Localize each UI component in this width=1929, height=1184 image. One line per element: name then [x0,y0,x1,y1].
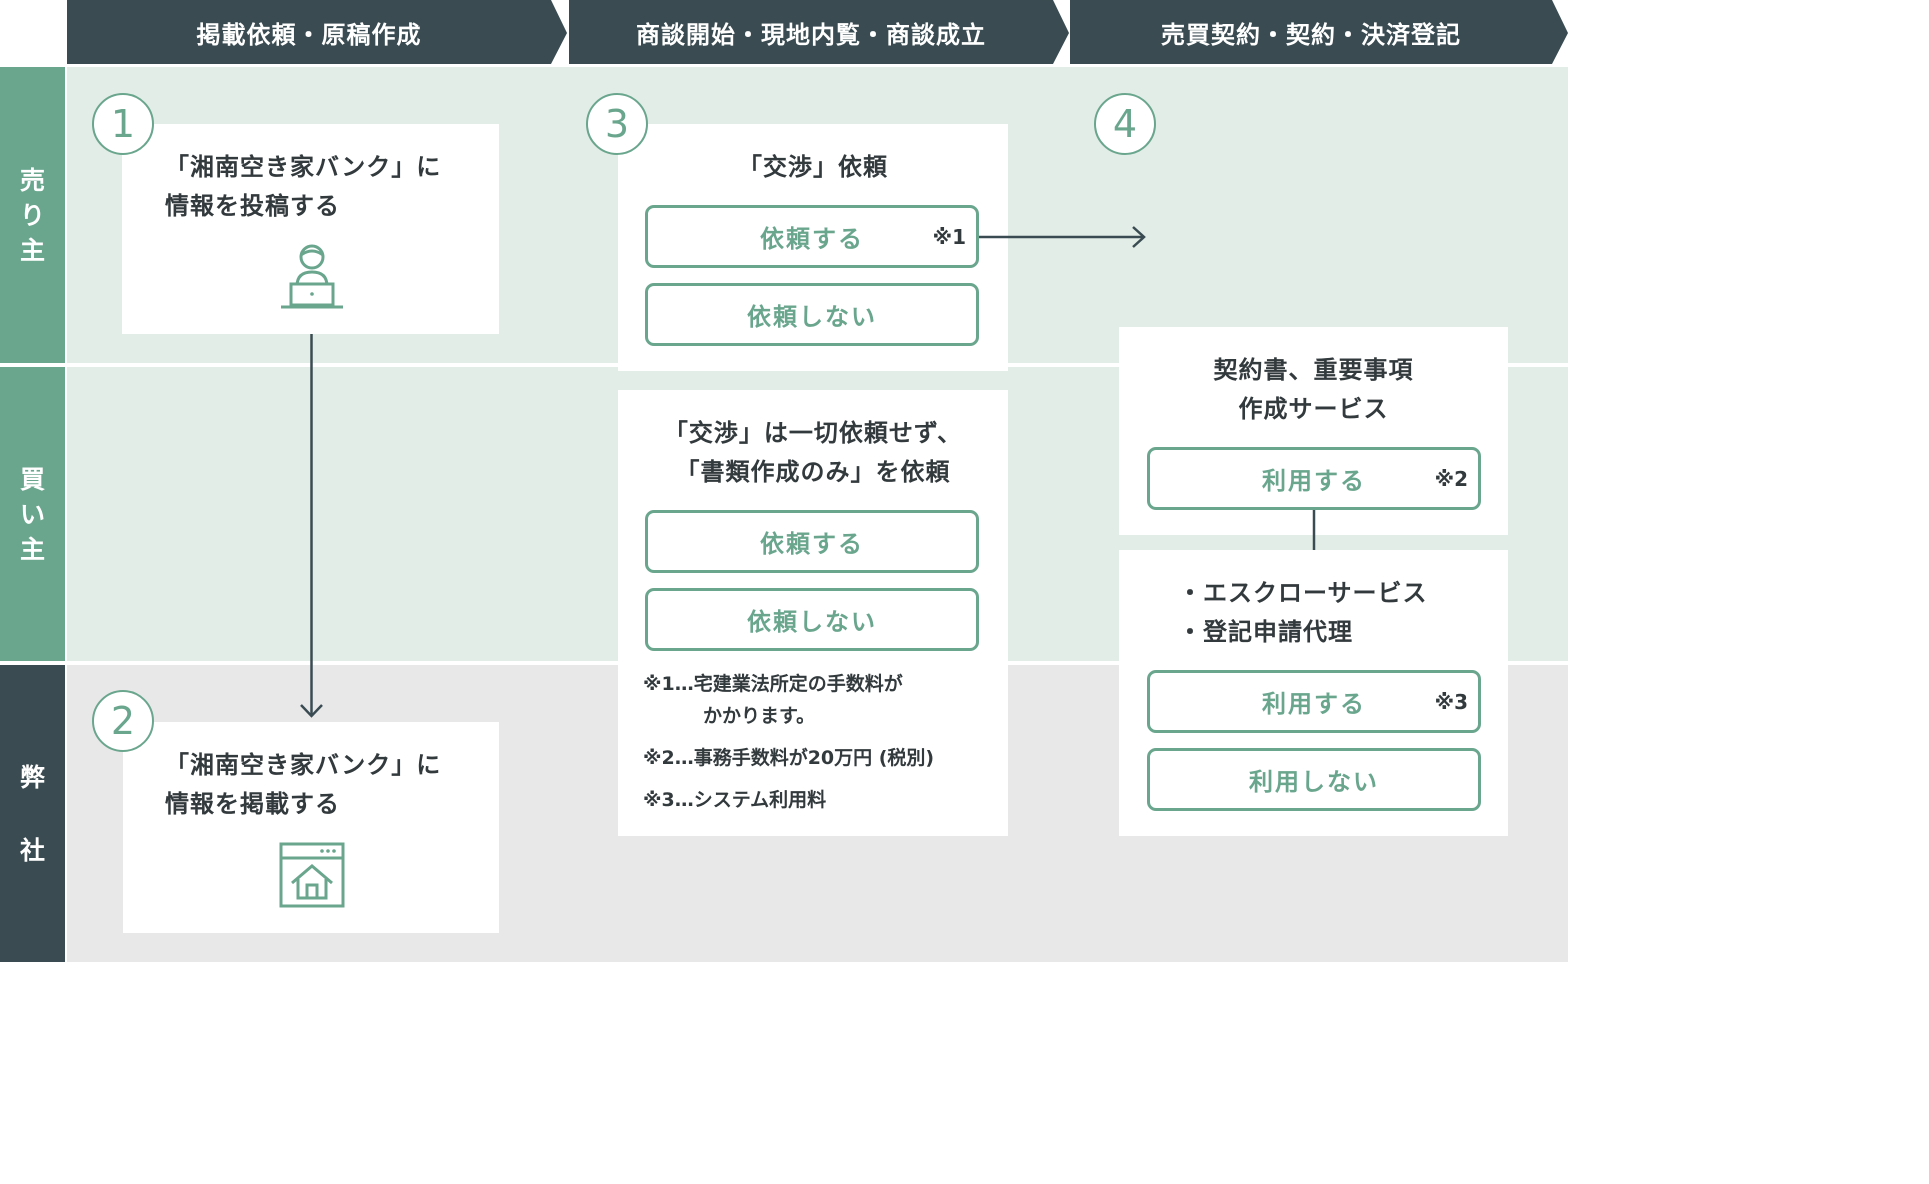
step-number-1: 1 [92,93,154,155]
person-laptop-icon [281,244,343,309]
step-number-4: 4 [1094,93,1156,155]
negotiation-decline-button[interactable]: 依頼しない [645,283,979,346]
phase-header-3: 売買契約・契約・決済登記 [1070,0,1552,64]
negotiation-decline-label: 依頼しない [747,303,877,331]
note-mark-2: ※2 [1434,466,1468,491]
contract-service-use-label: 利用する [1262,467,1366,495]
step-number-3: 3 [586,93,648,155]
arrow-step1-to-step2 [300,334,323,718]
house-browser-icon [279,842,345,908]
note-1-line2: かかります。 [703,705,816,727]
escrow-decline-button[interactable]: 利用しない [1147,748,1481,811]
phase-header-1: 掲載依頼・原稿作成 [67,0,551,64]
note-mark-3: ※3 [1434,689,1468,714]
step3-documents-line1: 「交渉」は一切依頼せず、 [663,419,963,447]
step1-line1: 「湘南空き家バンク」に [165,153,442,181]
step4-contract-line2: 作成サービス [1238,395,1389,423]
phase-header-2: 商談開始・現地内覧・商談成立 [569,0,1053,64]
negotiation-request-button[interactable]: 依頼する ※1 [645,205,979,268]
contract-service-use-button[interactable]: 利用する ※2 [1147,447,1481,510]
step-number-2: 2 [92,690,154,752]
step3-negotiation-title: 「交渉」依頼 [738,153,888,181]
step2-line1: 「湘南空き家バンク」に [165,751,442,779]
lane-label-buyer: 買 い 主 [0,367,65,661]
step4-escrow-line2: ・登記申請代理 [1178,618,1353,646]
note-3: ※3…システム利用料 [643,789,827,811]
arrow-negotiation-to-contract [979,226,1146,248]
step4-escrow-line1: ・エスクローサービス [1178,579,1428,607]
lane-label-seller: 売 り 主 [0,67,65,363]
note-1-line1: ※1…宅建業法所定の手数料が [643,673,903,695]
escrow-use-label: 利用する [1262,690,1366,718]
documents-request-button[interactable]: 依頼する [645,510,979,573]
step3-documents-line2: 「書類作成のみ」を依頼 [675,458,951,486]
negotiation-request-label: 依頼する [760,225,864,253]
documents-request-label: 依頼する [760,530,864,558]
step2-line2: 情報を掲載する [165,790,340,818]
step1-line2: 情報を投稿する [165,192,340,220]
lane-label-company: 弊 社 [0,665,65,962]
note-mark-1: ※1 [932,224,966,249]
escrow-use-button[interactable]: 利用する ※3 [1147,670,1481,733]
documents-decline-button[interactable]: 依頼しない [645,588,979,651]
step4-contract-line1: 契約書、重要事項 [1213,356,1414,384]
documents-decline-label: 依頼しない [747,608,877,636]
escrow-decline-label: 利用しない [1249,768,1379,796]
note-2: ※2…事務手数料が20万円 (税別) [643,747,935,769]
